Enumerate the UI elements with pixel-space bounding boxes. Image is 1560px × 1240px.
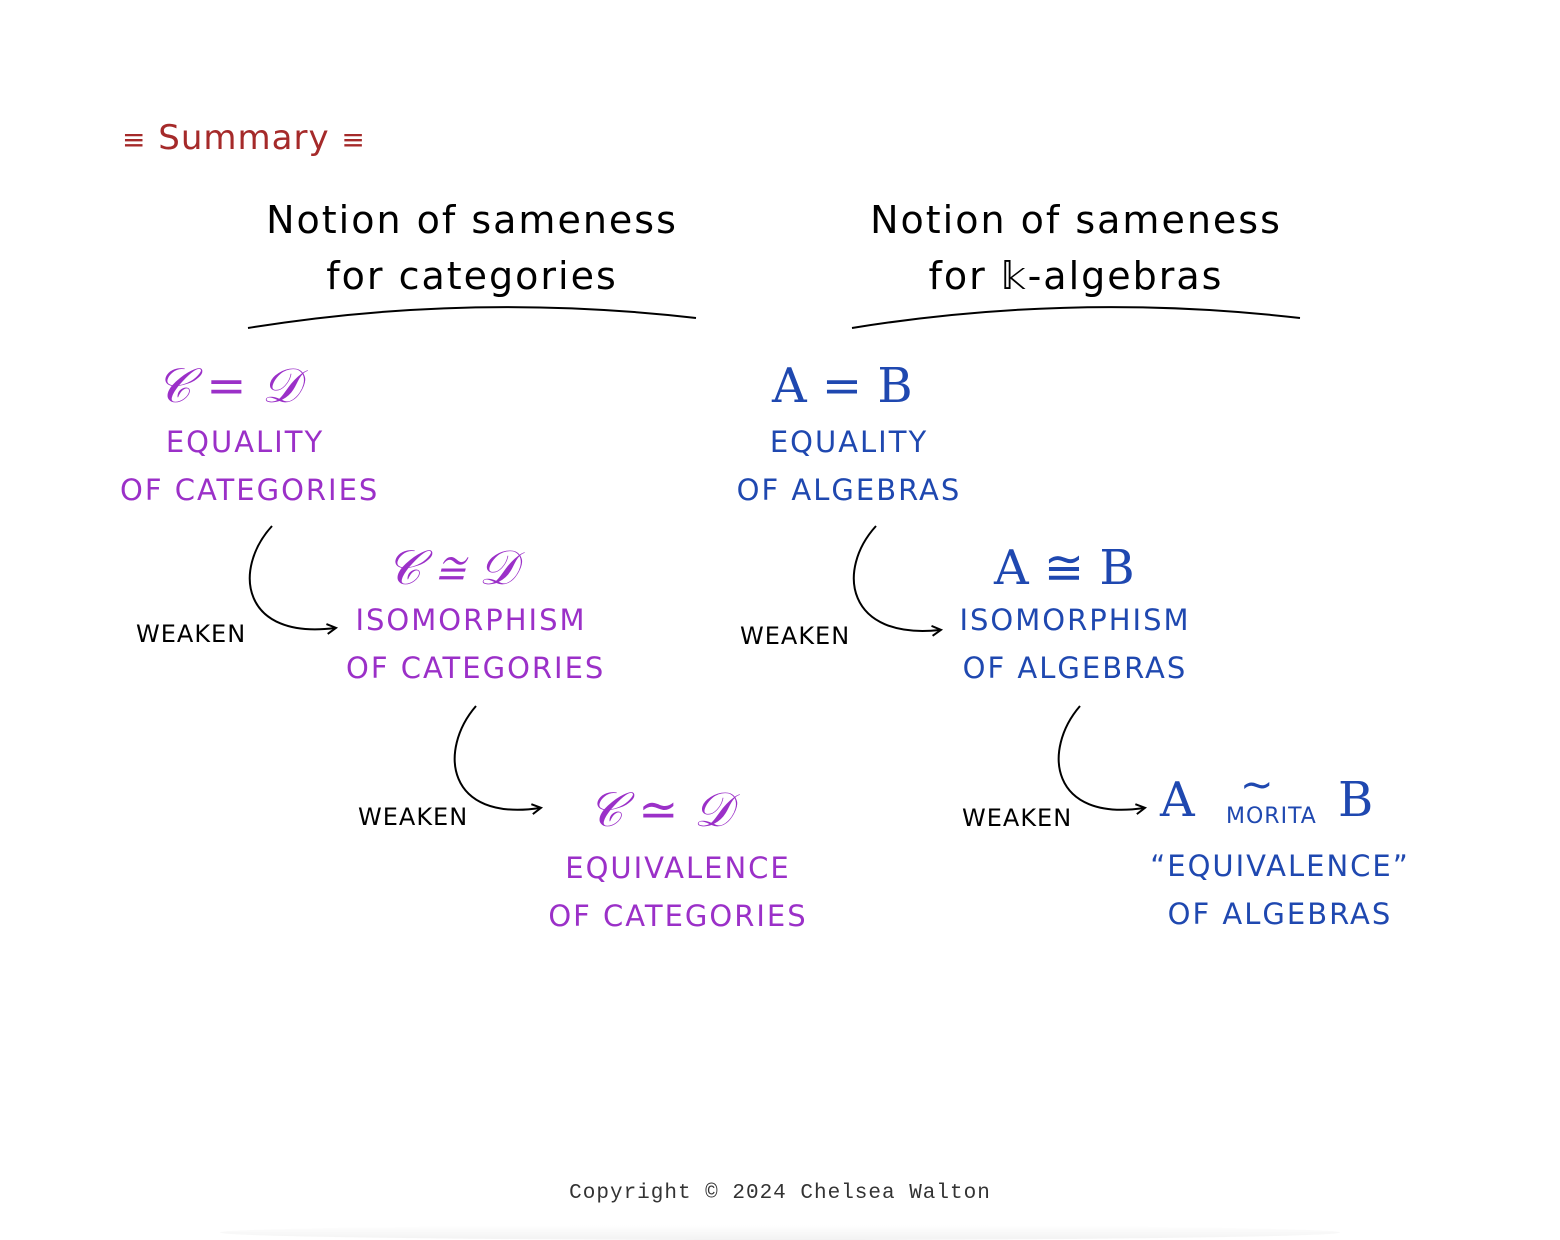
weaken-arrow-alg-2 [1057, 705, 1148, 815]
weaken-label-alg-2: WEAKEN [962, 804, 1073, 832]
cat-iso-label: ISOMORPHISM OF CATEGORIES [346, 596, 606, 692]
weaken-label-alg-1: WEAKEN [740, 622, 851, 650]
alg-equality-label1: EQUALITY [769, 425, 929, 459]
alg-iso-label2: OF ALGEBRAS [962, 651, 1188, 685]
weaken-arrow-cat-1 [248, 525, 339, 635]
morita-label1: “EQUIVALENCE” [1150, 849, 1410, 883]
cat-iso-symbol: 𝒞 ≅ 𝒟 [386, 540, 517, 596]
cat-iso-label1: ISOMORPHISM [355, 603, 587, 637]
morita-tilde: ~ [1240, 762, 1274, 808]
cat-equality-label1: EQUALITY [165, 425, 325, 459]
alg-equality-label2: OF ALGEBRAS [736, 473, 962, 507]
summary-label: Summary [158, 118, 330, 158]
algebras-underline [851, 306, 1301, 329]
summary-title: ≡ Summary ≡ [122, 118, 366, 158]
morita-symbol-left: A [1160, 772, 1195, 828]
morita-symbol-right: B [1338, 772, 1374, 828]
cat-equality-label2: OF CATEGORIES [120, 473, 380, 507]
right-bars: ≡ [341, 123, 366, 156]
alg-iso-label: ISOMORPHISM OF ALGEBRAS [950, 596, 1200, 692]
cat-equiv-label2: OF CATEGORIES [548, 899, 808, 933]
morita-label2: OF ALGEBRAS [1167, 897, 1393, 931]
algebras-heading-line2: for 𝕜-algebras [928, 254, 1224, 298]
left-bars: ≡ [122, 123, 147, 156]
alg-iso-label1: ISOMORPHISM [959, 603, 1191, 637]
categories-heading-line2: for categories [326, 254, 618, 298]
weaken-arrow-alg-1 [852, 525, 944, 637]
categories-underline [247, 306, 697, 329]
algebras-heading: Notion of sameness for 𝕜-algebras [836, 192, 1316, 304]
alg-equality-label: EQUALITY OF ALGEBRAS [724, 418, 974, 514]
cat-equiv-symbol: 𝒞 ≃ 𝒟 [588, 782, 733, 838]
copyright-notice: Copyright © 2024 Chelsea Walton [569, 1182, 991, 1205]
weaken-label-cat-2: WEAKEN [358, 803, 469, 831]
morita-label: “EQUIVALENCE” OF ALGEBRAS [1140, 842, 1420, 938]
categories-heading-line1: Notion of sameness [266, 198, 678, 242]
alg-iso-symbol: A ≅ B [994, 540, 1135, 596]
cat-equiv-label1: EQUIVALENCE [565, 851, 791, 885]
cat-equality-symbol: 𝒞 = 𝒟 [156, 358, 301, 414]
cat-equality-label: EQUALITY OF CATEGORIES [120, 418, 380, 514]
algebras-heading-line1: Notion of sameness [870, 198, 1282, 242]
weaken-label-cat-1: WEAKEN [136, 620, 247, 648]
categories-heading: Notion of sameness for categories [232, 192, 712, 304]
cat-equiv-label: EQUIVALENCE OF CATEGORIES [548, 844, 808, 940]
alg-equality-symbol: A = B [772, 358, 913, 414]
cat-iso-label2: OF CATEGORIES [346, 651, 606, 685]
weaken-arrow-cat-2 [453, 705, 544, 815]
page-shadow [220, 1225, 1340, 1240]
morita-subscript: MORITA [1226, 804, 1317, 829]
